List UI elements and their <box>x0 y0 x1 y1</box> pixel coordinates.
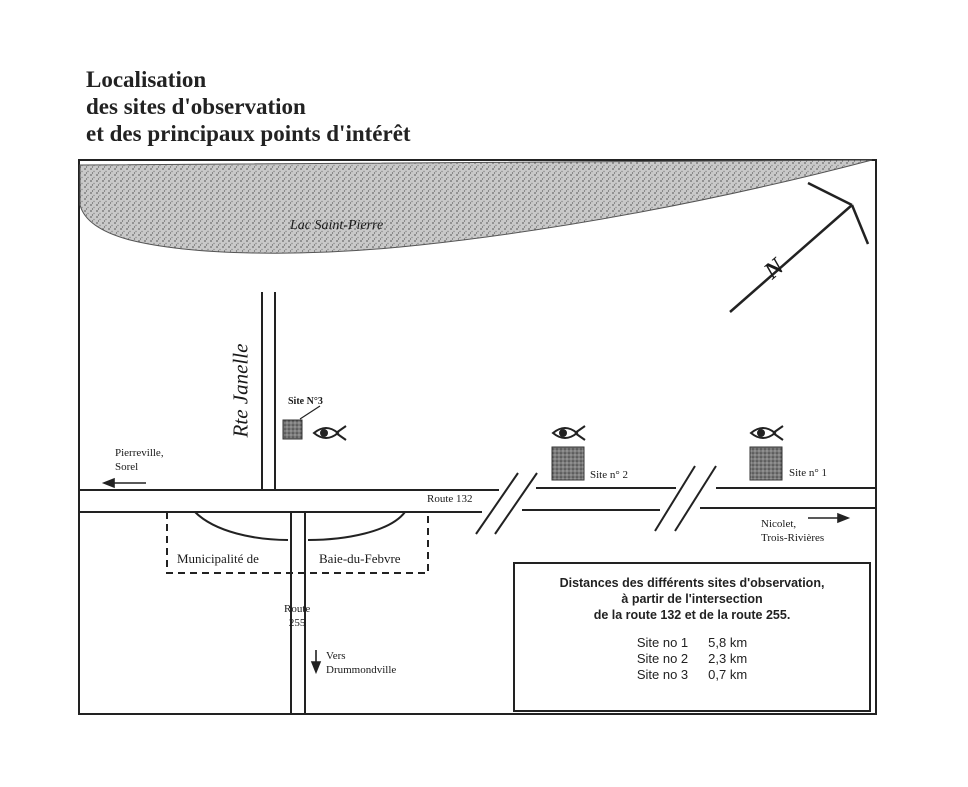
pierreville-label: Pierreville, Sorel <box>115 446 164 474</box>
site3-photo <box>282 419 303 440</box>
site2-label: Site n° 2 <box>590 469 629 481</box>
nicolet-line-2: Trois-Rivières <box>761 532 825 544</box>
route-janelle <box>261 292 276 490</box>
site-distance: 0,7 km <box>708 667 748 682</box>
title-line-2: des sites d'observation <box>86 94 306 119</box>
site1-photo <box>749 446 783 481</box>
observation-eye-icon <box>312 425 347 441</box>
road-break-marks <box>475 465 717 535</box>
site-name: Site no 1 <box>636 635 689 650</box>
title-line-1: Localisation <box>86 67 207 92</box>
distance-table: Site no 1 5,8 km Site no 2 2,3 km Site n… <box>627 635 757 683</box>
title-line-3: et des principaux points d'intérêt <box>86 121 411 146</box>
route255-line-2: 255 <box>288 617 306 629</box>
observation-eye-icon <box>551 425 586 441</box>
municipality-label-1: Municipalité de <box>177 551 259 566</box>
nicolet-label: Nicolet, Trois-Rivières <box>761 517 824 545</box>
site3-leader <box>299 405 321 420</box>
route255-label: Route 255 <box>284 602 310 630</box>
interchange <box>194 511 406 541</box>
arrow-south <box>310 650 322 675</box>
site-name: Site no 3 <box>636 667 689 682</box>
observation-eye-icon <box>749 425 784 441</box>
municipality-label-2: Baie-du-Febvre <box>319 551 401 566</box>
drummondville-label: Vers Drummondville <box>326 649 396 677</box>
site3-label: Site N°3 <box>288 396 323 407</box>
site2-photo <box>551 446 585 481</box>
distance-heading-line-1: Distances des différents sites d'observa… <box>559 576 825 590</box>
arrow-west <box>101 477 146 489</box>
route-132 <box>79 487 876 513</box>
vers-line-1: Vers <box>326 650 346 662</box>
table-row: Site no 3 0,7 km <box>627 667 757 683</box>
lake-shape <box>79 159 873 254</box>
arrow-east <box>808 512 851 524</box>
site-distance: 2,3 km <box>708 651 748 666</box>
distance-heading: Distances des différents sites d'observa… <box>514 575 870 623</box>
distance-heading-line-3: de la route 132 et de la route 255. <box>593 608 791 622</box>
route-255 <box>290 512 306 715</box>
road-janelle-label: Rte Janelle <box>228 343 253 438</box>
site-name: Site no 2 <box>636 651 689 666</box>
lake-label: Lac Saint-Pierre <box>290 218 384 233</box>
map-title: Localisation des sites d'observation et … <box>86 66 411 147</box>
distance-panel: Distances des différents sites d'observa… <box>514 563 870 711</box>
distance-heading-line-2: à partir de l'intersection <box>621 592 763 606</box>
vers-line-2: Drummondville <box>326 664 397 676</box>
pierreville-line-2: Sorel <box>115 461 139 473</box>
table-row: Site no 2 2,3 km <box>627 651 757 667</box>
distance-box <box>513 562 871 712</box>
municipality-boundary <box>166 512 429 574</box>
map-frame <box>78 159 877 715</box>
site-distance: 5,8 km <box>708 635 748 650</box>
nicolet-line-1: Nicolet, <box>761 518 797 530</box>
pierreville-line-1: Pierreville, <box>115 447 164 459</box>
route255-line-1: Route <box>284 603 311 615</box>
site1-label: Site n° 1 <box>789 467 828 479</box>
north-arrow <box>729 181 870 313</box>
route132-label: Route 132 <box>427 493 473 505</box>
table-row: Site no 1 5,8 km <box>627 635 757 651</box>
